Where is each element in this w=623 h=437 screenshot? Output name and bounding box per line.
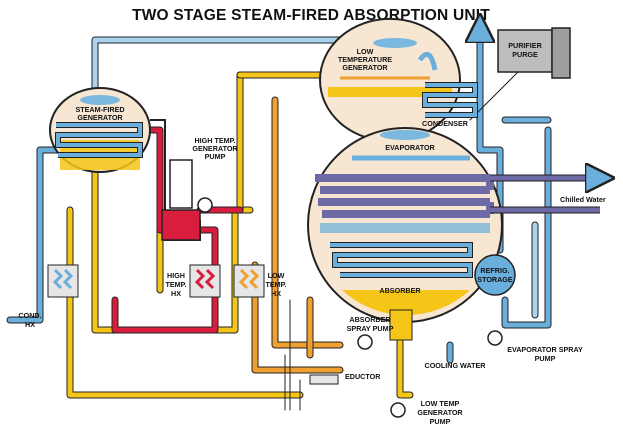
heat-exchangers (47, 264, 265, 298)
label-low-temp-hx-3: HX (271, 289, 281, 298)
purifier-purge: PURIFIER PURGE (497, 27, 571, 79)
label-low-temp-gen-1: LOW (357, 47, 374, 56)
steam-cloud-icon (373, 38, 417, 48)
low-temperature-generator: LOW TEMPERATURE GENERATOR (318, 17, 462, 143)
label-purifier-2: PURGE (512, 50, 538, 59)
high-temp-hx (189, 264, 221, 298)
label-ht-gen-pump-3: PUMP (205, 152, 226, 161)
label-ht-gen-pump-2: GENERATOR (192, 144, 238, 153)
label-absorber: ABSORBER (379, 286, 421, 295)
label-absorber-spray-pump-1: ABSORBER (349, 315, 391, 324)
label-evaporator: EVAPORATOR (385, 143, 435, 152)
label-lt-gen-pump-3: PUMP (430, 417, 451, 426)
low-temp-generator-pump (390, 402, 406, 418)
label-high-temp-hx-2: TEMP. (165, 280, 186, 289)
label-low-temp-gen-3: GENERATOR (342, 63, 388, 72)
pumps (197, 197, 503, 418)
high-temp-generator-pump (197, 197, 213, 213)
condenser: CONDENSER (422, 28, 480, 128)
label-cooling-water: COOLING WATER (425, 361, 487, 370)
label-high-temp-hx-3: HX (171, 289, 181, 298)
steam-chamber (150, 119, 201, 241)
label-low-temp-gen-2: TEMPERATURE (338, 55, 392, 64)
label-eductor: EDUCTOR (345, 372, 381, 381)
label-cond-hx-1: COND. (18, 311, 41, 320)
eductor (309, 374, 339, 385)
label-lt-gen-pump-1: LOW TEMP (421, 399, 460, 408)
label-chilled-water: Chilled Water (560, 195, 606, 204)
diagram-title: TWO STAGE STEAM-FIRED ABSORPTION UNIT (132, 7, 490, 24)
label-absorber-spray-pump-2: SPRAY PUMP (347, 324, 394, 333)
evaporator-spray-pump (487, 330, 503, 346)
label-steam-fired-generator-2: GENERATOR (77, 113, 123, 122)
evaporator-absorber-vessel: EVAPORATOR Chilled Water ABSORBER (307, 127, 606, 341)
label-low-temp-hx-2: TEMP. (265, 280, 286, 289)
component-labels: HIGH TEMP. GENERATOR PUMP COND. HX HIGH … (18, 136, 583, 426)
label-cond-hx-2: HX (25, 320, 35, 329)
label-condenser: CONDENSER (422, 119, 469, 128)
label-lt-gen-pump-2: GENERATOR (417, 408, 463, 417)
pipe-network (6, 36, 552, 411)
label-evap-spray-pump-1: EVAPORATOR SPRAY (507, 345, 583, 354)
label-ht-gen-pump-1: HIGH TEMP. (194, 136, 235, 145)
cond-hx (47, 264, 79, 298)
steam-cloud-icon (80, 95, 120, 105)
steam-cloud-icon (380, 130, 430, 140)
refrigerant-storage: REFRIG. STORAGE (474, 254, 516, 296)
steam-fired-generator: STEAM-FIRED GENERATOR (48, 87, 152, 173)
label-steam-fired-generator-1: STEAM-FIRED (75, 105, 124, 114)
label-purifier-1: PURIFIER (508, 41, 542, 50)
low-temp-hx (233, 264, 265, 298)
absorber-spray-pump (357, 334, 373, 350)
label-refrig-1: REFRIG. (480, 266, 509, 275)
label-refrig-2: STORAGE (477, 275, 513, 284)
label-high-temp-hx-1: HIGH (167, 271, 185, 280)
label-low-temp-hx-1: LOW (268, 271, 285, 280)
label-evap-spray-pump-2: PUMP (535, 354, 556, 363)
